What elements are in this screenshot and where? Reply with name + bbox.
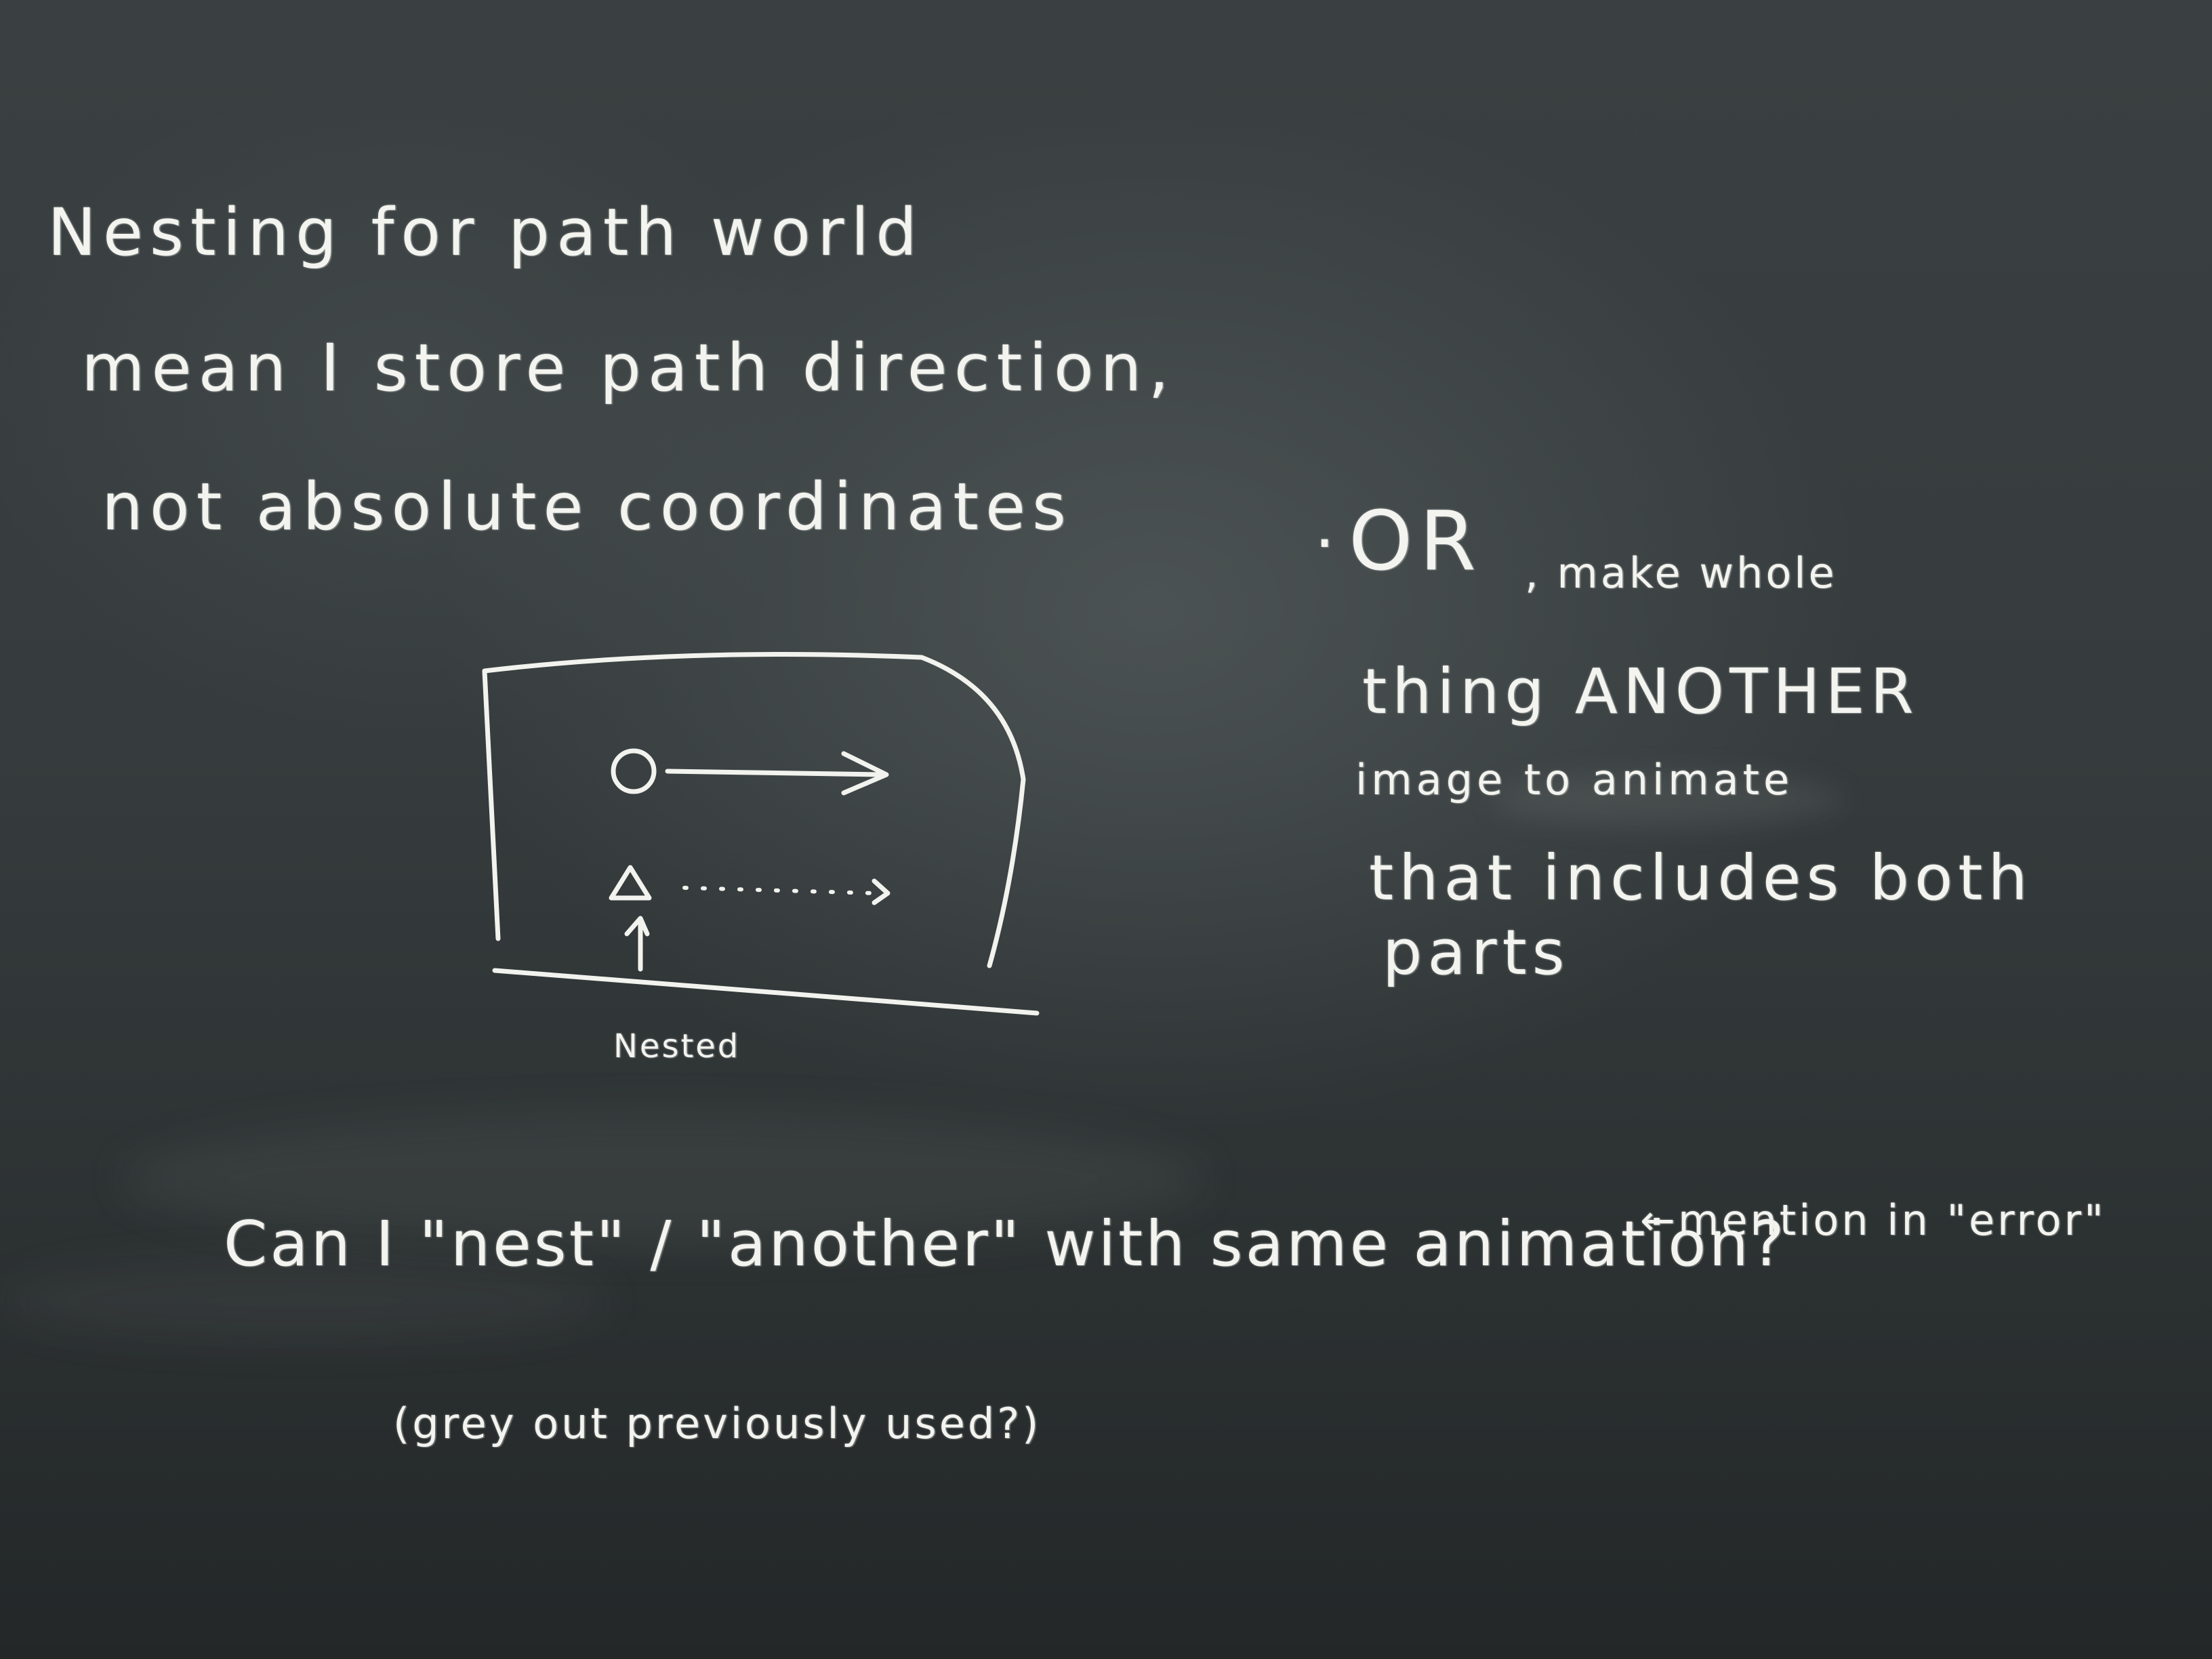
or-word: OR <box>1349 495 1483 589</box>
side-note-line-2: thing ANOTHER <box>1362 655 1919 728</box>
sketch-frame <box>482 652 1026 968</box>
dotted-arrowhead-icon <box>872 878 890 905</box>
triangle-shape-icon <box>609 865 652 901</box>
question-line: Can I "nest" / "another" with same anima… <box>224 1208 1787 1280</box>
question-aside: ←mention in "error" <box>1640 1195 2106 1245</box>
question-followup: (grey out previously used?) <box>393 1399 1042 1448</box>
or-connector-dot: . <box>1315 489 1340 562</box>
note-line-1: Nesting for path world <box>47 194 924 270</box>
side-note-line-1: , make whole <box>1525 548 1837 598</box>
circle-shape-icon <box>611 748 657 794</box>
note-line-2: mean I store path direction, <box>81 330 1176 406</box>
side-note-line-3: image to animate <box>1355 755 1794 804</box>
solid-arrowhead-icon <box>841 751 889 796</box>
side-note-line-5: parts <box>1382 916 1570 989</box>
nested-pointer-head-icon <box>624 916 650 937</box>
solid-path-arrow <box>665 769 884 777</box>
note-line-3: not absolute coordinates <box>102 469 1073 545</box>
nested-label: Nested <box>613 1027 741 1065</box>
side-note-line-4: that includes both <box>1369 842 2033 914</box>
sketch-baseline <box>492 968 1040 1016</box>
dotted-path-arrow <box>682 886 876 895</box>
